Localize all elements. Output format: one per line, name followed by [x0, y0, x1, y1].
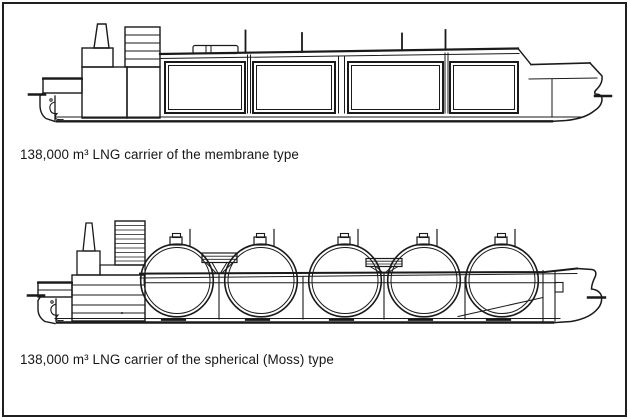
membrane-ship-drawing: [27, 23, 613, 123]
moss-caption: 138,000 m³ LNG carrier of the spherical …: [20, 352, 334, 367]
stern: [26, 294, 64, 325]
spherical-tank: [307, 228, 383, 318]
cargo-tank: [164, 61, 246, 114]
propeller: [49, 101, 64, 121]
propeller: [50, 303, 64, 322]
spherical-tank: [223, 228, 299, 318]
bridge-deck: [81, 47, 114, 68]
casing-step: [99, 264, 146, 276]
bow: [551, 61, 613, 123]
hull: [54, 116, 585, 123]
pipe-saddle: [201, 252, 238, 274]
pipe-saddle: [365, 257, 403, 274]
funnel: [82, 222, 96, 252]
engine-casing: [114, 220, 146, 266]
poop-deckhouse: [42, 77, 83, 94]
accommodation-block: [71, 274, 146, 322]
cargo-tanks: [164, 61, 519, 114]
stern: [27, 92, 64, 123]
hull: [54, 267, 579, 324]
bow: [457, 267, 607, 324]
cargo-tank: [347, 61, 444, 114]
spherical-tank: [464, 228, 540, 318]
masts: [244, 29, 447, 54]
tank-supports: [218, 272, 466, 320]
funnel: [93, 23, 110, 49]
superstructure: [42, 23, 161, 119]
tank-bulkheads: [247, 52, 449, 114]
superstructure: [37, 220, 146, 322]
cargo-tank: [252, 61, 336, 114]
cargo-tank: [449, 61, 519, 114]
chine-line: [457, 296, 544, 318]
engine-casing: [124, 26, 161, 68]
deckhouse: [192, 44, 239, 55]
accommodation-block: [81, 66, 128, 119]
porthole: [121, 312, 123, 314]
membrane-caption: 138,000 m³ LNG carrier of the membrane t…: [20, 147, 299, 162]
moss-ship-drawing: [26, 220, 607, 325]
bridge-deck: [76, 250, 101, 276]
spherical-tank: [139, 228, 215, 318]
spherical-tank: [386, 228, 462, 318]
main-deck: [138, 267, 579, 275]
spherical-tanks: [139, 228, 540, 318]
forecastle-deck: [530, 62, 591, 66]
